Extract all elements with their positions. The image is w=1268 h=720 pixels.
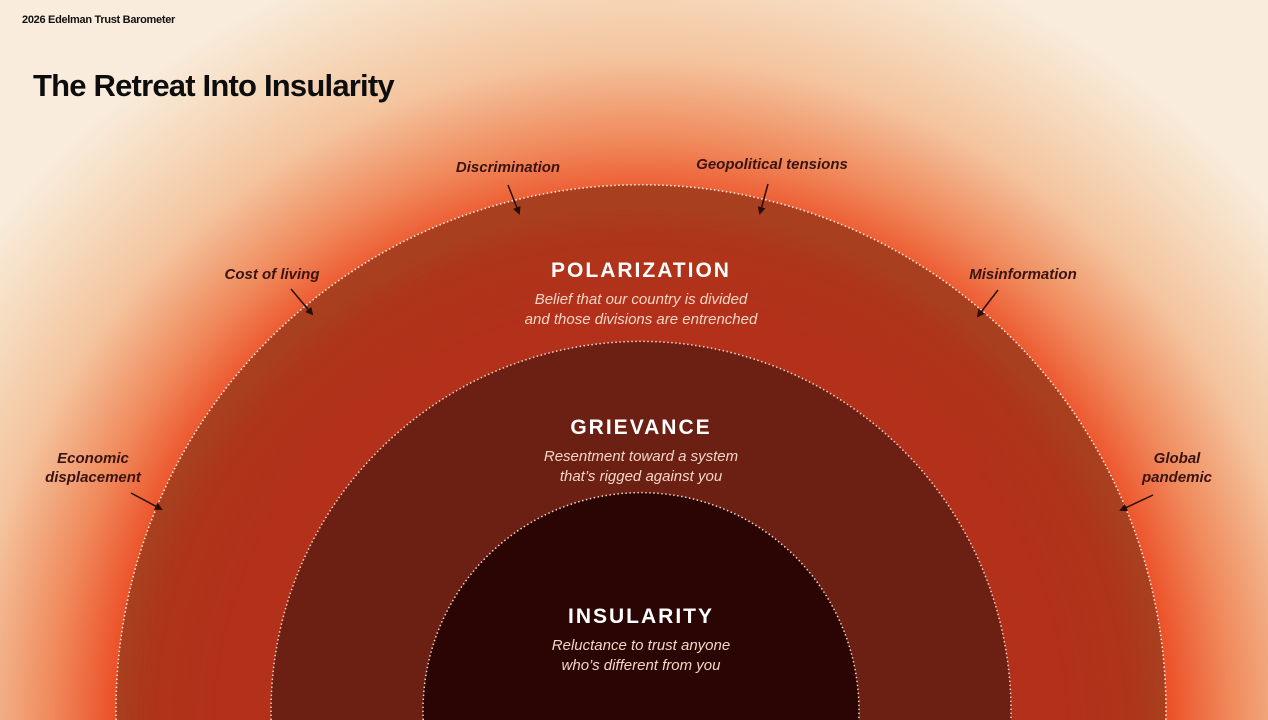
- description-line: who’s different from you: [561, 657, 721, 674]
- grievance-title: GRIEVANCE: [570, 416, 712, 439]
- description-line: Reluctance to trust anyone: [551, 637, 731, 654]
- geopolitical-arrow: [757, 183, 769, 215]
- description-line: and those divisions are entrenched: [524, 311, 758, 328]
- description-line: that’s rigged against you: [559, 468, 723, 485]
- polarization-title: POLARIZATION: [551, 259, 731, 282]
- cause-line: Economic: [57, 450, 129, 467]
- cause-discrimination: Discrimination: [455, 159, 561, 176]
- description-line: Belief that our country is divided: [534, 291, 748, 308]
- misinformation-arrow: [976, 289, 999, 318]
- polarization-description: Belief that our country is divided and t…: [461, 290, 821, 330]
- insularity-title: INSULARITY: [568, 605, 714, 628]
- economic-displacement-arrow: [130, 492, 163, 510]
- page-title: The Retreat Into Insularity: [33, 68, 395, 103]
- grievance-description: Resentment toward a system that’s rigged…: [461, 447, 821, 487]
- cause-misinformation: Misinformation: [969, 266, 1077, 283]
- brand-label: 2026 Edelman Trust Barometer: [22, 14, 176, 26]
- cause-global-pandemic: Global pandemic: [1142, 449, 1212, 487]
- cause-geopolitical-tensions: Geopolitical tensions: [696, 156, 848, 173]
- insularity-ring: [422, 491, 860, 720]
- cause-economic-displacement: Economic displacement: [45, 449, 141, 487]
- cause-cost-of-living: Cost of living: [224, 266, 320, 283]
- cause-line: displacement: [45, 469, 141, 486]
- cause-line: Global: [1153, 450, 1201, 467]
- cost-of-living-arrow: [290, 288, 314, 316]
- insularity-description: Reluctance to trust anyone who’s differe…: [461, 636, 821, 676]
- global-pandemic-arrow: [1119, 494, 1154, 512]
- description-line: Resentment toward a system: [543, 448, 739, 465]
- discrimination-arrow: [507, 184, 521, 215]
- cause-line: pandemic: [1141, 469, 1213, 486]
